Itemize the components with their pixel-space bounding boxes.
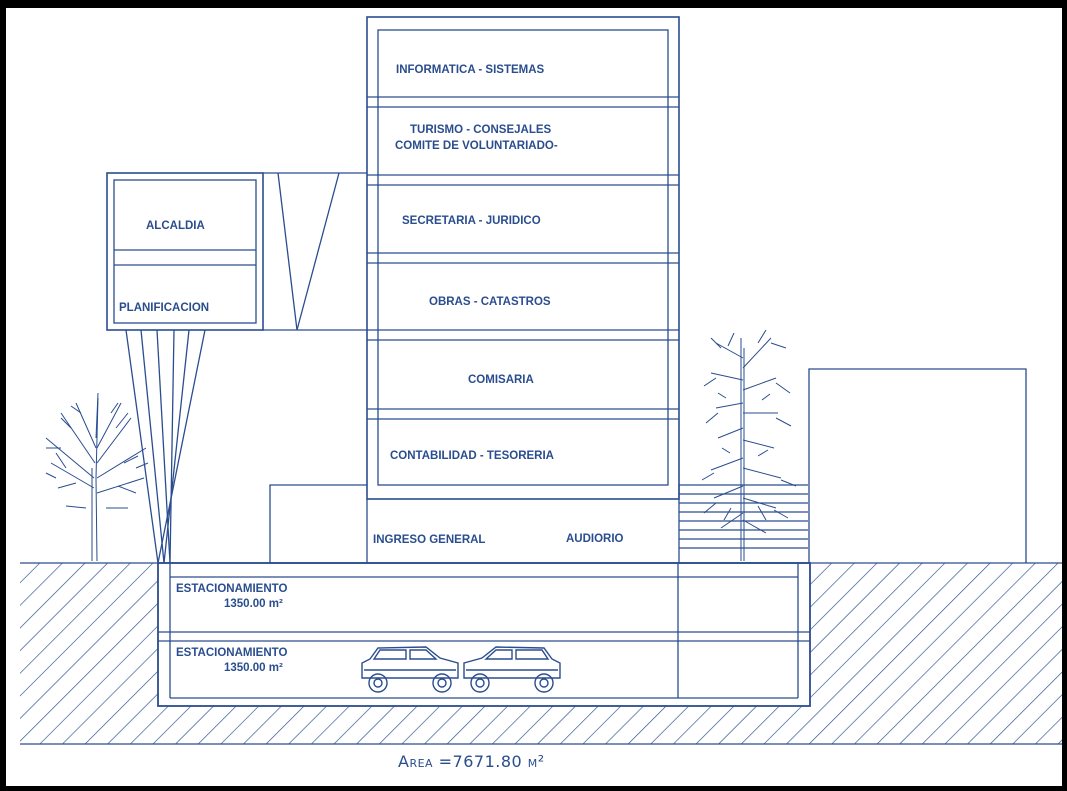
annex-label-planificacion: PLANIFICACION [119,302,209,314]
floor-label-informatica: INFORMATICA - SISTEMAS [396,64,545,76]
right-building [808,368,1027,563]
floor-label-turismo-line1: TURISMO - CONSEJALES [410,124,552,136]
tree-icon [701,329,797,561]
car-icon [361,646,459,693]
ground-label-auditorium: AUDIORIO [566,533,624,545]
annex-outline [106,172,264,331]
section-drawing: INFORMATICA - SISTEMAS TURISMO - CONSEJA… [20,16,1062,771]
basement-1-label: ESTACIONAMIENTO [176,583,287,595]
basement-2-label: ESTACIONAMIENTO [176,647,287,659]
car-icon [463,646,561,693]
total-area-label: Area =7671.80 m² [398,752,545,771]
annex-label-alcaldia: ALCALDIA [146,220,205,232]
drawing-sheet: INFORMATICA - SISTEMAS TURISMO - CONSEJA… [6,8,1062,786]
tree-icon [45,392,149,562]
floor-label-turismo-line2: COMITE DE VOLUNTARIADO- [395,140,558,152]
floor-label-obras: OBRAS - CATASTROS [429,296,551,308]
floor-label-contabilidad: CONTABILIDAD - TESORERIA [390,450,554,462]
ground-label-entrance: INGRESO GENERAL [373,534,485,546]
basement-1-area: 1350.00 m² [224,598,283,610]
floor-label-comisaria: COMISARIA [468,374,534,386]
tower-outline [366,16,680,500]
basement-2-area: 1350.00 m² [224,662,283,674]
floor-label-secretaria: SECRETARIA - JURIDICO [402,215,541,227]
